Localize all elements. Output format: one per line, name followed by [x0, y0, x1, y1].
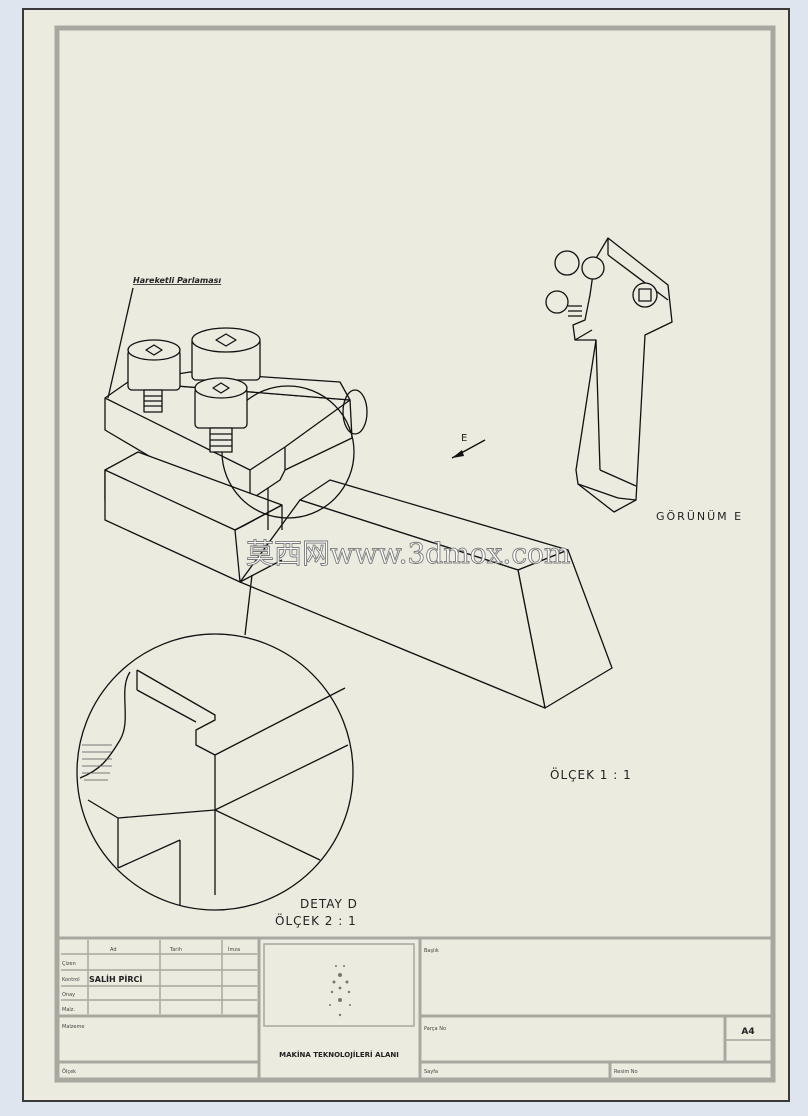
tb-school: MAKİNA TEKNOLOJİLERİ ALANI [279, 1050, 399, 1059]
tb-row-material: Malz. [62, 1007, 75, 1013]
tb-field-material: Malzeme [62, 1024, 84, 1030]
tb-field-part-no: Parça No [424, 1026, 446, 1032]
tb-field-title: Başlık [424, 948, 439, 954]
tb-field-scale: Ölçek [62, 1068, 76, 1075]
tb-col-date: Tarih [169, 947, 182, 953]
detail-label: DETAY D [300, 897, 358, 911]
main-isometric-view [104, 287, 613, 709]
cap-screw-1 [127, 339, 181, 413]
tb-row-check: Kontrol [62, 977, 80, 983]
tb-drawn-by: SALİH PİRCİ [89, 974, 142, 984]
drawing-frame [54, 25, 776, 1083]
tb-field-drawing-no: Resim No [614, 1069, 638, 1075]
tb-field-sheet: Sayfa [424, 1069, 438, 1075]
main-scale-label: ÖLÇEK 1 : 1 [550, 766, 632, 782]
tb-paper-size: A4 [741, 1027, 754, 1037]
view-direction-arrow [451, 439, 486, 459]
title-block [59, 936, 771, 1078]
detail-scale-label: ÖLÇEK 2 : 1 [275, 912, 357, 928]
watermark: 莫西网www.3dmox.com [246, 537, 570, 570]
school-logo [329, 965, 351, 1017]
title-block-grid [61, 940, 771, 1041]
view-e-label: GÖRÜNÜM E [656, 510, 743, 523]
tb-col-name: Ad [110, 947, 117, 953]
detail-d-view [76, 633, 354, 911]
cap-screw-2 [191, 327, 261, 381]
cap-screw-3 [194, 377, 248, 453]
tb-row-approve: Onay [62, 992, 75, 998]
note-label: Hareketli Parlaması [133, 276, 221, 285]
view-e [545, 237, 673, 513]
tb-col-sign: İmza [228, 946, 240, 953]
direction-arrow-label: E [461, 433, 467, 444]
tb-row-drawn: Çizen [62, 961, 76, 967]
